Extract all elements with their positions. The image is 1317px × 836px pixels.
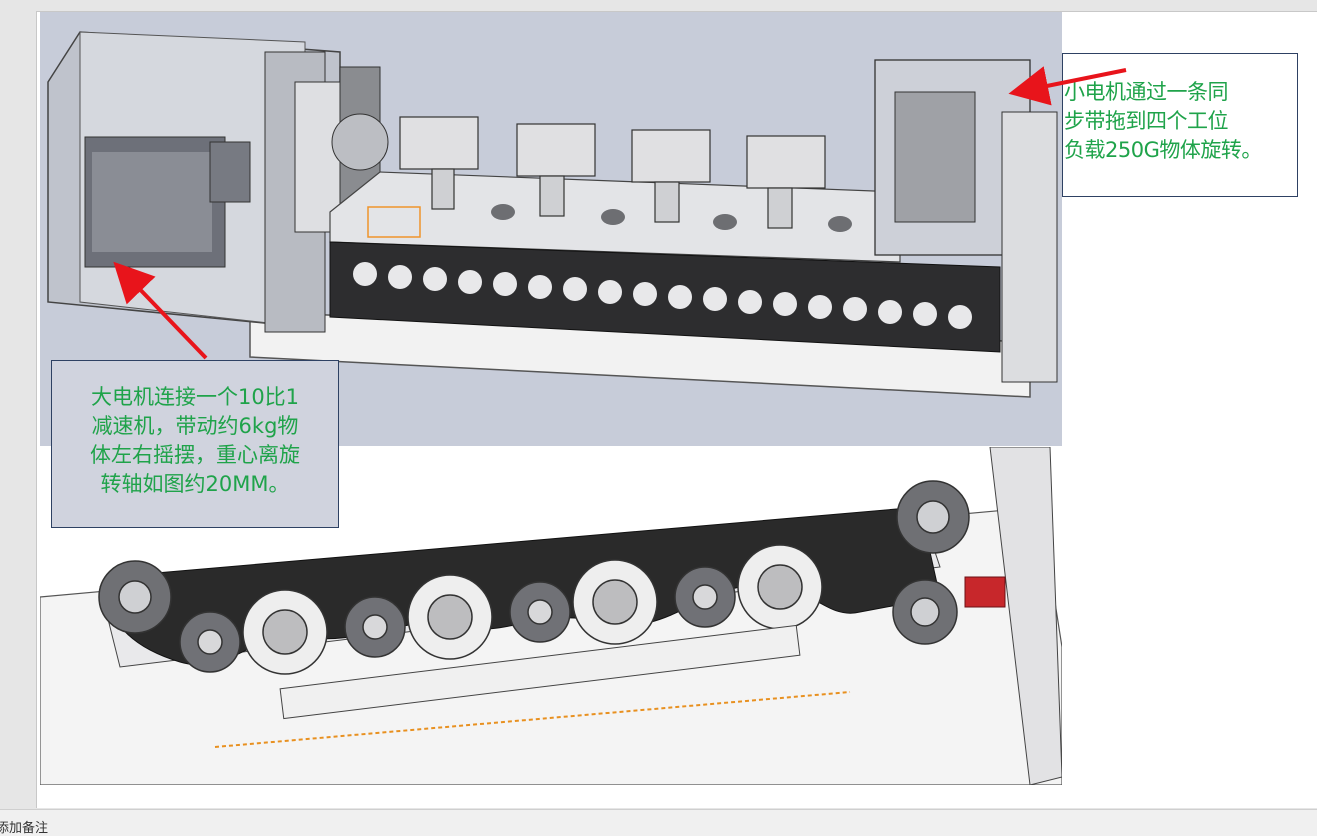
callout-small-motor[interactable]: 小电机通过一条同 步带拖到四个工位 负载250G物体旋转。 [1062,53,1298,197]
notes-bar[interactable]: 添加备注 [0,809,1317,836]
add-notes-label[interactable]: 添加备注 [0,821,49,836]
callout-big-motor[interactable]: 大电机连接一个10比1 减速机，带动约6kg物 体左右摇摆，重心离旋 转轴如图约… [51,360,339,528]
